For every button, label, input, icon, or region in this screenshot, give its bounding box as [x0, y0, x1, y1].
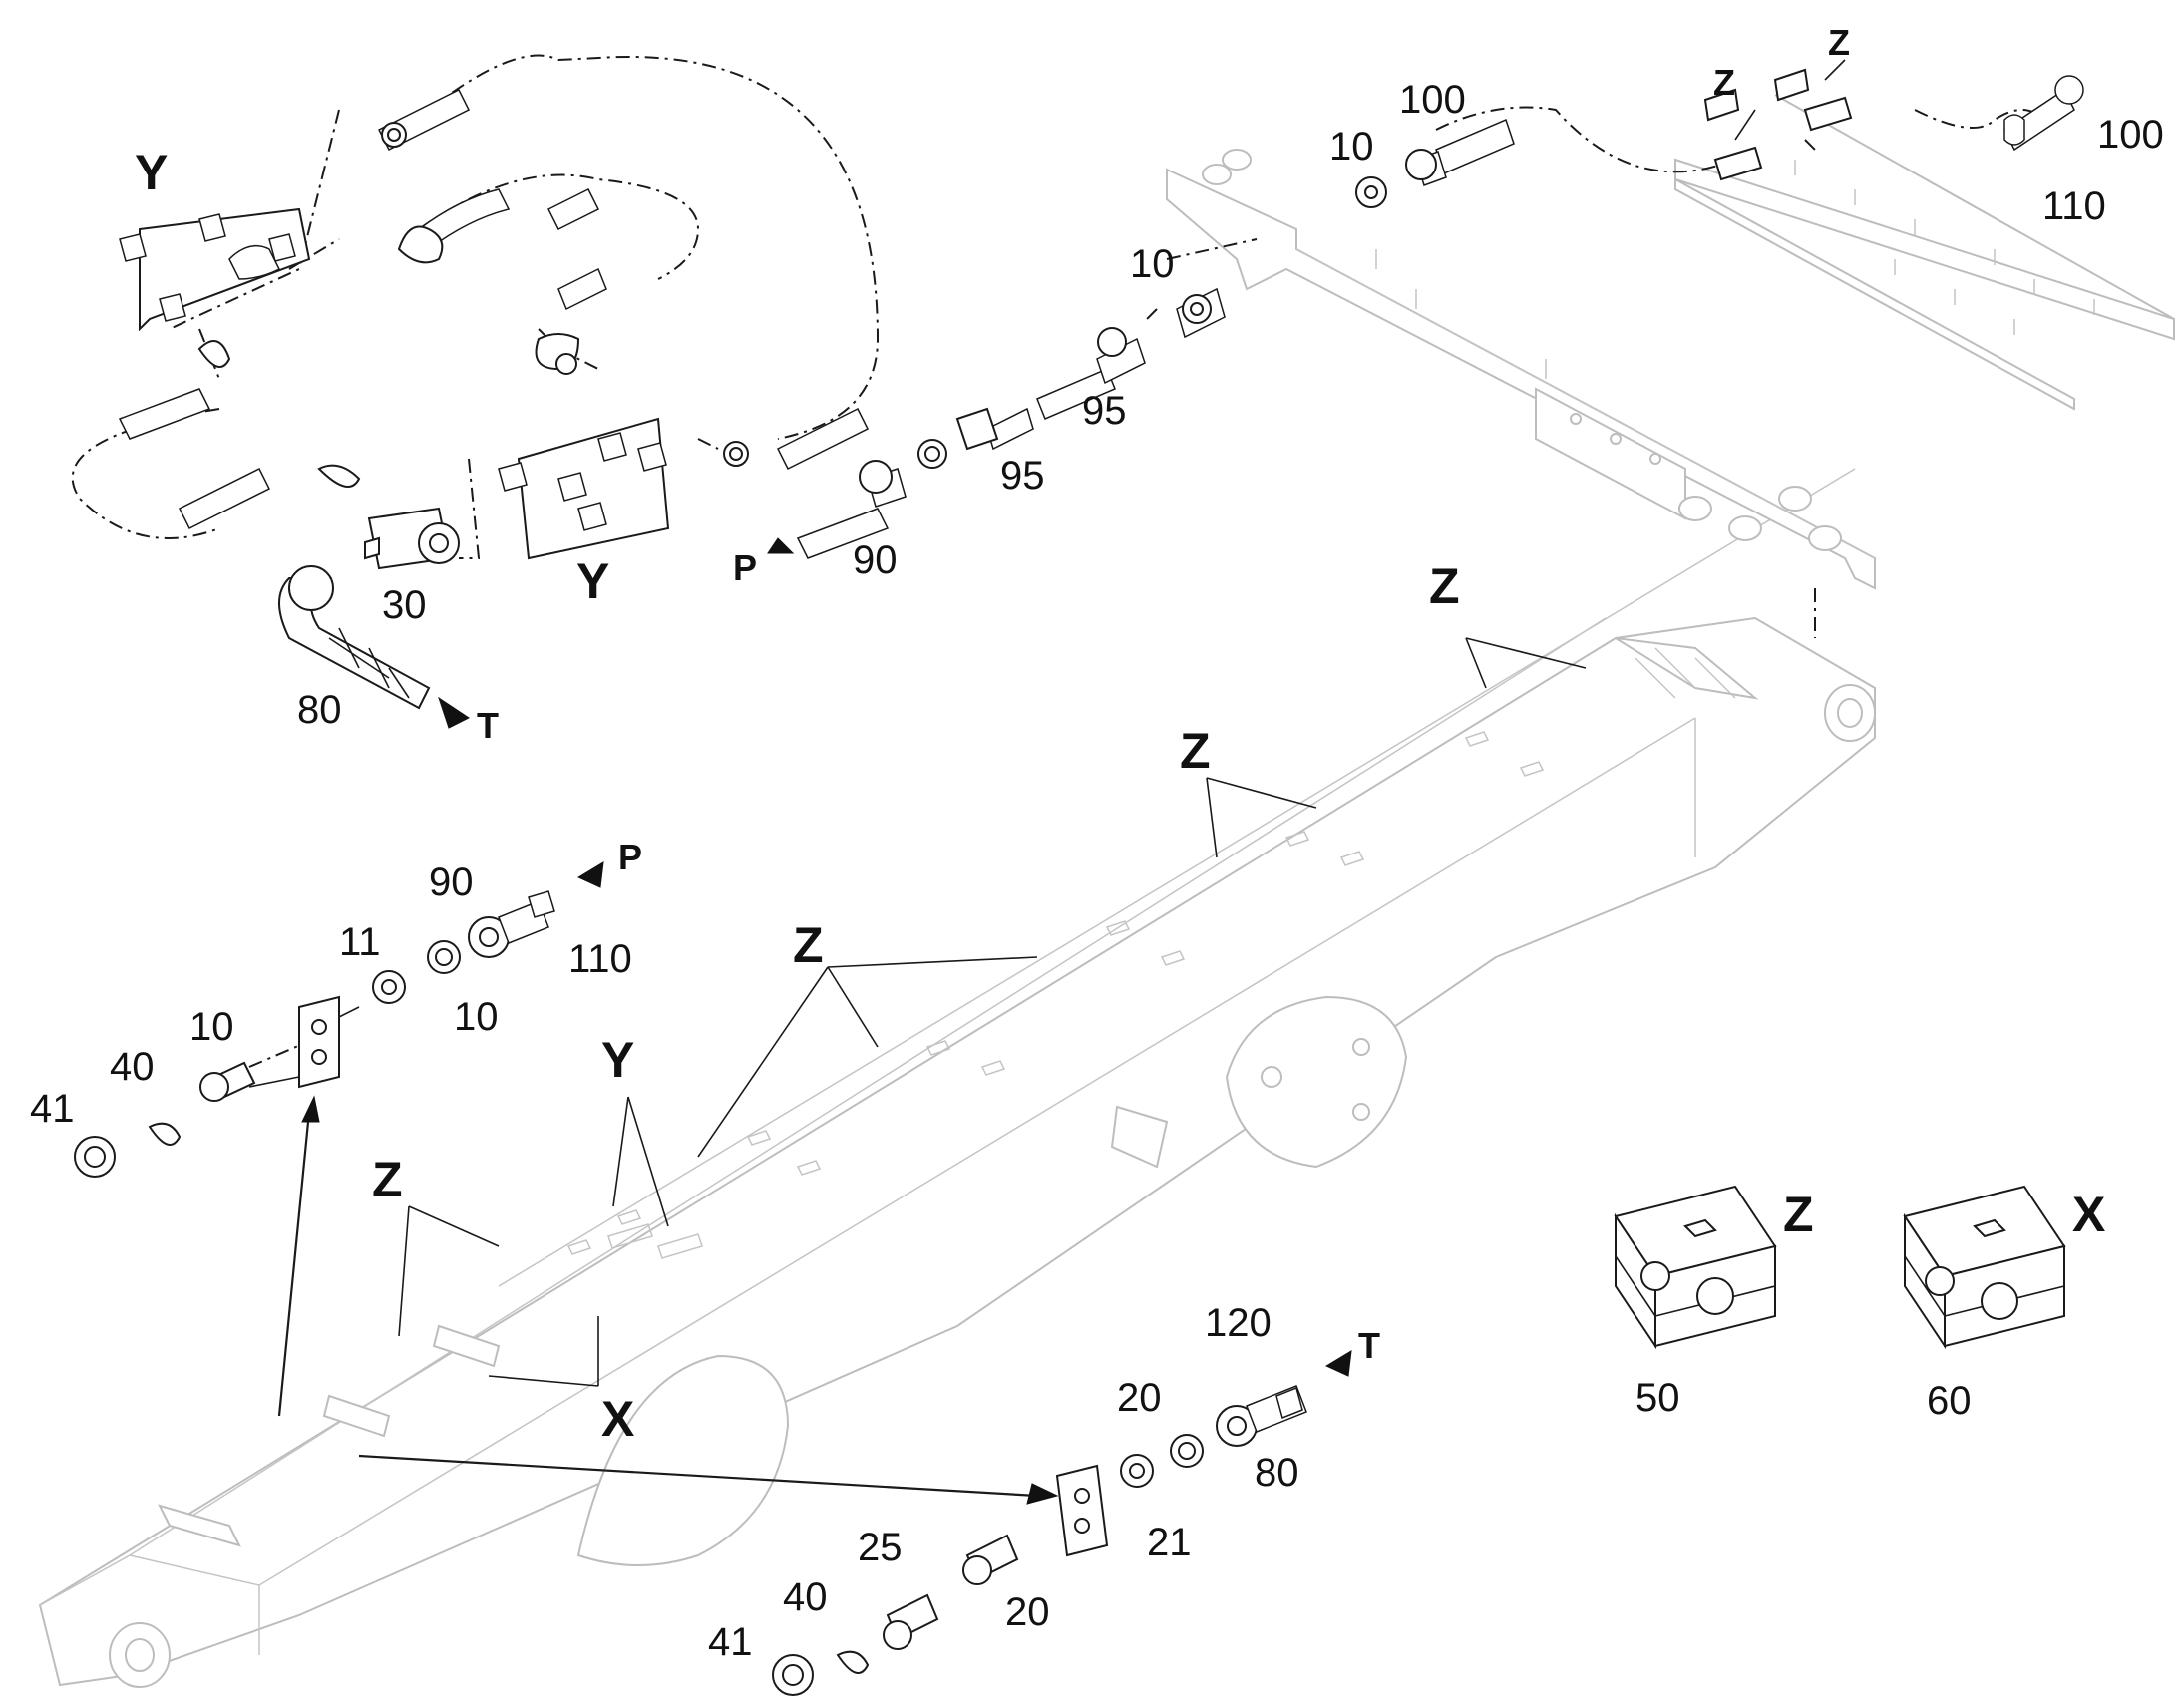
hose-chain-p-top — [796, 68, 2084, 638]
label-p: P — [618, 837, 642, 877]
label-y: Y — [576, 553, 609, 609]
label-z: Z — [1828, 22, 1850, 63]
label-z: Z — [1180, 723, 1211, 779]
upper-rails — [1166, 94, 2175, 590]
label-100: 100 — [1399, 78, 1466, 122]
label-41: 41 — [708, 1620, 753, 1664]
label-95: 95 — [1082, 389, 1127, 433]
label-y: Y — [601, 1032, 634, 1088]
label-x: X — [601, 1391, 634, 1447]
clamp-detail-z — [1614, 1185, 1777, 1350]
label-y: Y — [135, 145, 168, 200]
label-x: X — [2072, 1187, 2105, 1242]
label-90: 90 — [853, 538, 898, 582]
label-p: P — [733, 547, 757, 588]
label-90: 90 — [429, 860, 474, 904]
arrow-t-top — [438, 696, 470, 729]
label-10: 10 — [454, 995, 499, 1039]
label-10: 10 — [189, 1005, 234, 1049]
label-20: 20 — [1005, 1590, 1050, 1634]
label-t: T — [1358, 1325, 1380, 1366]
label-60: 60 — [1927, 1379, 1972, 1423]
leader-lines — [398, 59, 1846, 1387]
hose-assembly-top-left — [71, 54, 880, 710]
arrow-t-right — [1324, 1350, 1352, 1377]
label-21: 21 — [1147, 1521, 1192, 1564]
label-80: 80 — [1255, 1451, 1299, 1495]
fitting-chain-left — [74, 890, 555, 1417]
fitting-chain-bottom — [358, 1385, 1307, 1696]
label-10: 10 — [1329, 125, 1374, 169]
label-10: 10 — [1130, 242, 1175, 286]
label-11: 11 — [339, 920, 381, 964]
label-z: Z — [1783, 1187, 1814, 1242]
label-z: Z — [793, 917, 824, 973]
label-110: 110 — [568, 937, 632, 981]
part-labels: Y Y 30 80 T P 90 95 95 10 10 100 Z Z 100… — [30, 22, 2164, 1664]
hose-80-top — [278, 565, 431, 710]
label-80: 80 — [297, 688, 342, 732]
label-30: 30 — [382, 583, 427, 627]
label-40: 40 — [110, 1045, 155, 1089]
label-120: 120 — [1205, 1301, 1272, 1345]
arrow-p-top — [767, 537, 795, 554]
label-z: Z — [1713, 62, 1735, 103]
boom-body — [38, 468, 1876, 1688]
label-z: Z — [372, 1152, 403, 1207]
arrow-p-left — [576, 861, 604, 888]
label-100: 100 — [2097, 113, 2164, 157]
label-z: Z — [1429, 558, 1460, 614]
label-110: 110 — [2042, 184, 2106, 228]
label-50: 50 — [1635, 1376, 1680, 1420]
tee-fitting-30 — [364, 507, 460, 570]
label-t: T — [477, 705, 499, 746]
label-25: 25 — [858, 1526, 903, 1569]
label-95: 95 — [1000, 454, 1045, 498]
clamp-detail-x — [1903, 1185, 2066, 1350]
label-41: 41 — [30, 1087, 75, 1131]
label-40: 40 — [783, 1575, 828, 1619]
label-20: 20 — [1117, 1376, 1162, 1420]
